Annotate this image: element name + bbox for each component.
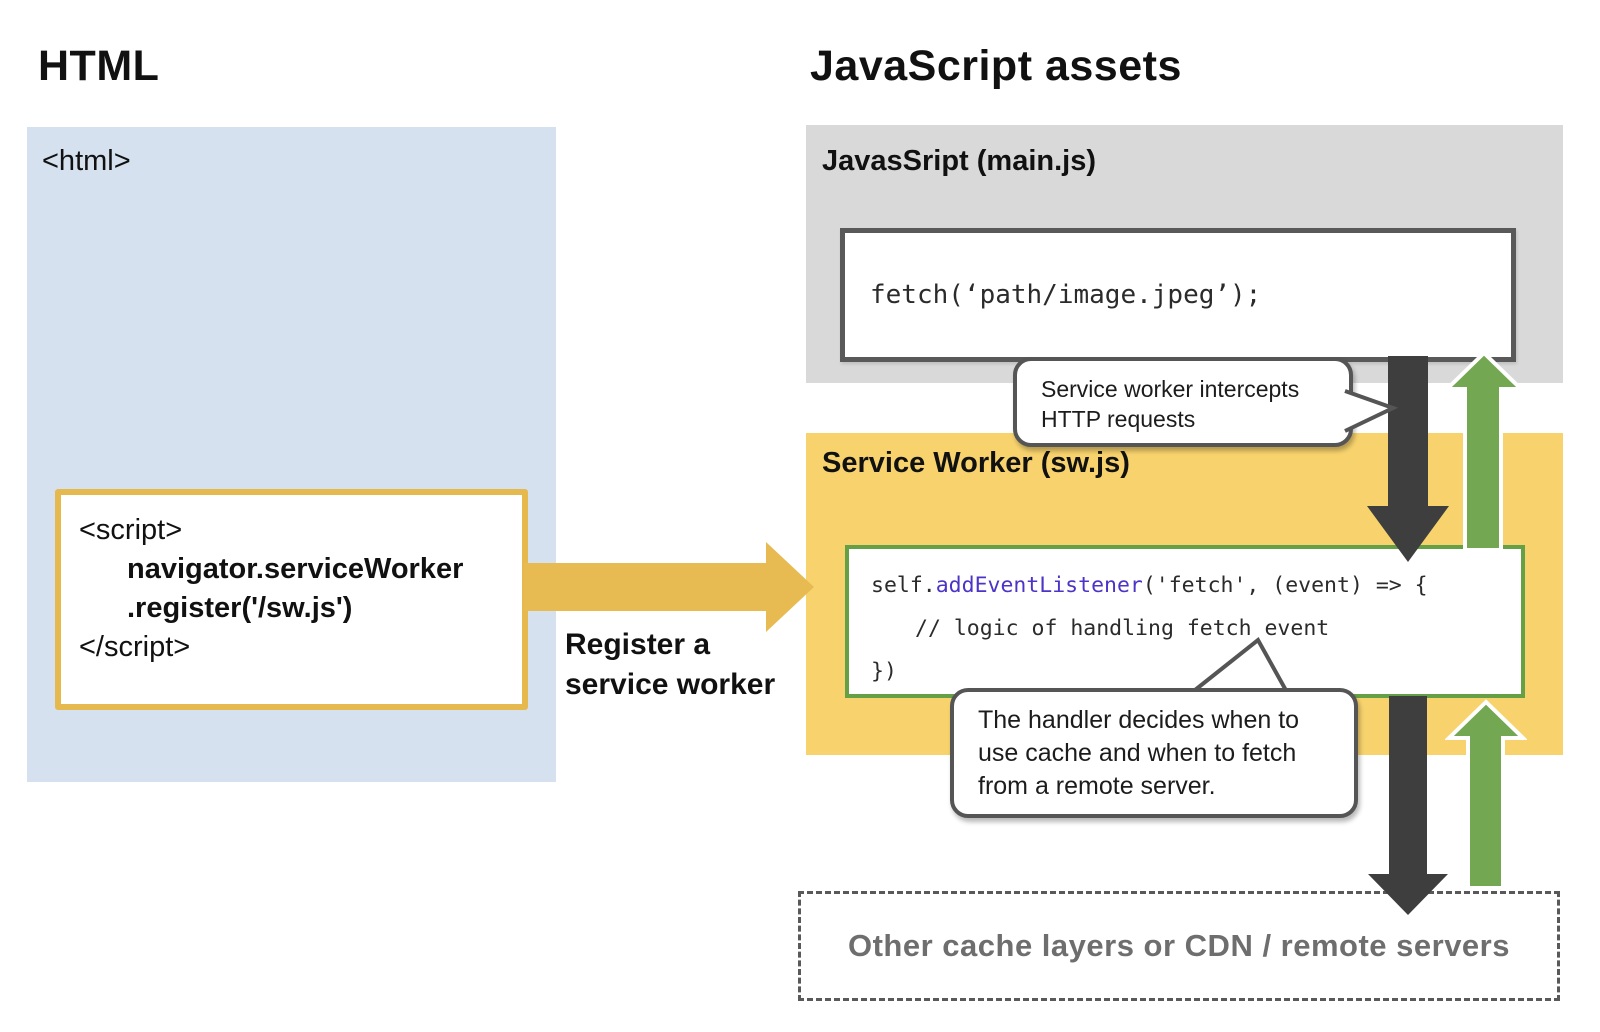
register-arrow-head	[766, 542, 814, 632]
intercept-bubble-tail	[1344, 389, 1399, 433]
request-down-arrow-bottom-head	[1368, 874, 1448, 915]
sw-code-line-1: self.addEventListener('fetch', (event) =…	[871, 564, 1521, 607]
response-up-arrow-bottom	[1445, 699, 1527, 890]
request-down-arrow-bottom-shaft	[1389, 696, 1427, 874]
request-down-arrow-top-head	[1367, 506, 1449, 562]
script-close-tag: </script>	[79, 631, 191, 663]
intercept-bubble-text: Service worker intercepts HTTP requests	[1041, 376, 1300, 432]
sw-code-line-3: })	[871, 659, 897, 684]
js-assets-section-title: JavaScript assets	[810, 42, 1182, 90]
fetch-code-box: fetch(‘path/image.jpeg’);	[840, 228, 1516, 362]
register-arrow-shaft	[524, 563, 766, 611]
register-arrow-label: Register a service worker	[565, 628, 776, 701]
sw-code-self: self.	[871, 573, 936, 598]
register-script-box: <script> navigator.serviceWorker .regist…	[55, 489, 528, 710]
response-up-arrow-top	[1444, 350, 1524, 550]
html-section-title: HTML	[38, 42, 160, 90]
script-code-line-1: navigator.serviceWorker	[127, 553, 464, 585]
sw-code-keyword: addEventListener	[935, 573, 1143, 598]
fetch-code: fetch(‘path/image.jpeg’);	[870, 280, 1262, 310]
script-open-tag: <script>	[79, 514, 183, 546]
handler-bubble-text: The handler decides when to use cache an…	[978, 706, 1300, 800]
sw-code-line-2: // logic of handling fetch event	[915, 616, 1330, 641]
request-down-arrow-top-shaft	[1388, 356, 1428, 506]
handler-bubble-tail	[1188, 636, 1290, 696]
cache-layers-label: Other cache layers or CDN / remote serve…	[848, 928, 1510, 963]
sw-code-args: ('fetch', (event) => {	[1142, 573, 1428, 598]
handler-bubble: The handler decides when to use cache an…	[950, 688, 1358, 818]
html-tag-label: <html>	[42, 145, 131, 177]
cache-layers-box: Other cache layers or CDN / remote serve…	[798, 891, 1560, 1001]
service-worker-panel-label: Service Worker (sw.js)	[822, 447, 1130, 479]
script-code-line-2: .register('/sw.js')	[127, 592, 353, 624]
mainjs-panel-label: JavasSript (main.js)	[822, 145, 1096, 177]
intercept-bubble: Service worker intercepts HTTP requests	[1013, 357, 1353, 447]
